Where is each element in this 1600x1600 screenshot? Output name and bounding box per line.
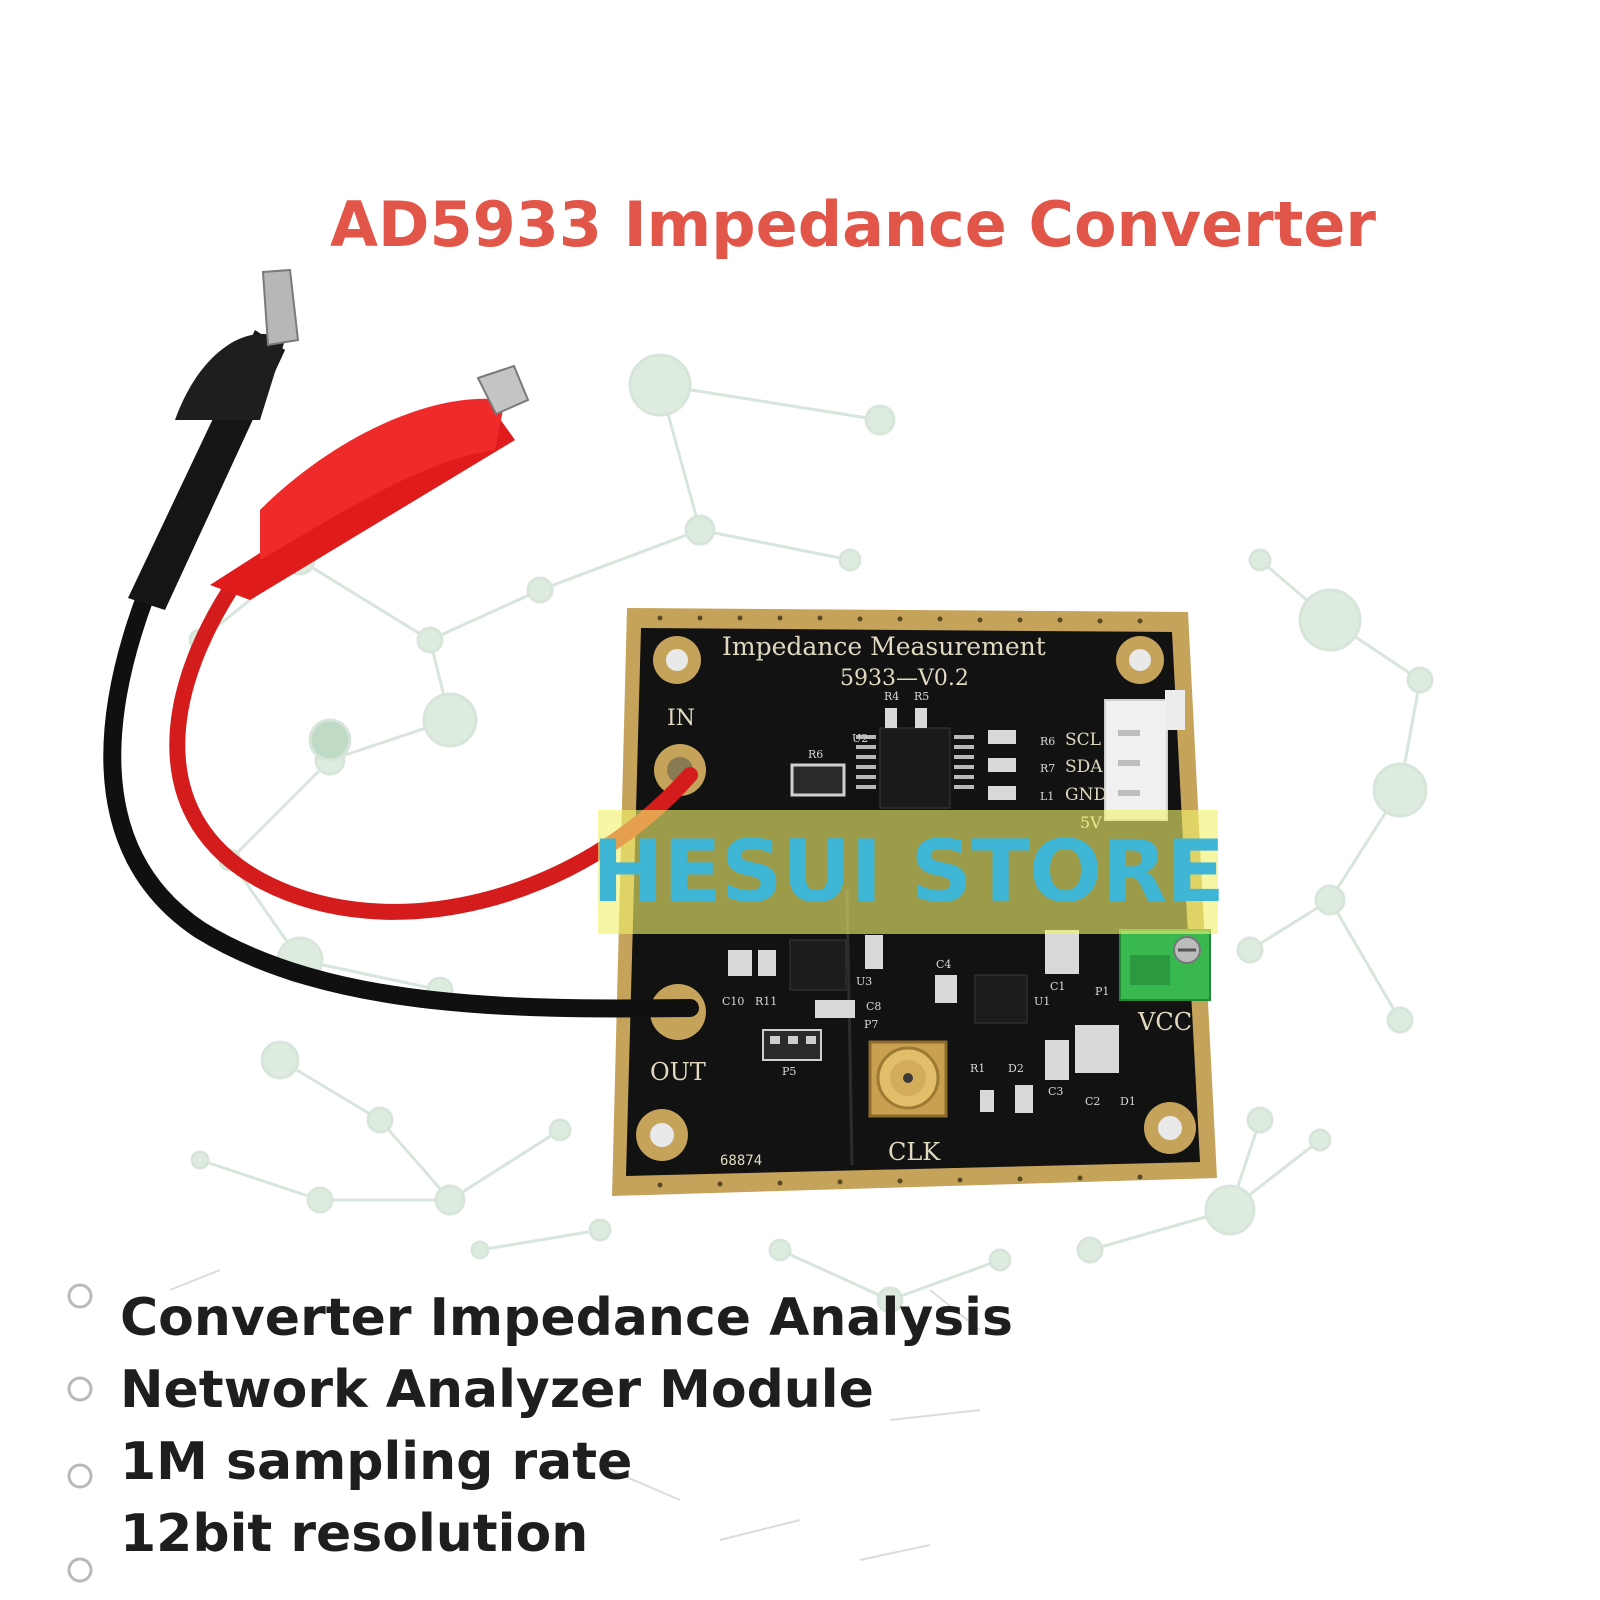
ref-c2: C2 xyxy=(1085,1095,1100,1108)
red-alligator-clip xyxy=(210,364,530,600)
bullet-1 xyxy=(67,1283,93,1309)
ref-d1: D1 xyxy=(1120,1095,1136,1108)
board-header-text: Impedance Measurement xyxy=(722,632,1046,661)
board-version-text: 5933—V0.2 xyxy=(840,666,969,691)
green-terminal-block xyxy=(1119,929,1211,1001)
ref-c8: C8 xyxy=(866,1000,881,1013)
jumper-p5 xyxy=(762,1029,822,1061)
store-watermark-banner: HESUI STORE xyxy=(592,810,1225,934)
ref-d2: D2 xyxy=(1008,1062,1024,1075)
ref-r5: R5 xyxy=(914,690,929,703)
ref-c3: C3 xyxy=(1048,1085,1063,1098)
black-alligator-clip xyxy=(128,268,300,610)
board-out-label: OUT xyxy=(650,1058,706,1086)
sketch-lines xyxy=(169,1269,981,1561)
sma-clk-connector xyxy=(868,1040,948,1118)
ref-p7: P7 xyxy=(864,1018,878,1031)
ref-r6: R6 xyxy=(1040,735,1055,748)
ref-u3: U3 xyxy=(856,975,872,988)
board-sda-label: SDA xyxy=(1065,757,1103,777)
board-in-label: IN xyxy=(667,706,695,731)
ref-r7: R7 xyxy=(1040,762,1055,775)
red-cable xyxy=(169,582,698,920)
black-cable xyxy=(103,551,699,1018)
ref-c1: C1 xyxy=(1050,980,1065,993)
ref-p1: P1 xyxy=(1095,985,1109,998)
ref-u2: U2 xyxy=(852,732,868,745)
test-leads xyxy=(103,551,699,1018)
board-scl-label: SCL xyxy=(1065,730,1101,750)
feature-bullets xyxy=(67,1283,93,1583)
bullet-4 xyxy=(67,1557,93,1583)
board-clk-label: CLK xyxy=(888,1138,941,1166)
chip-u1 xyxy=(974,974,1028,1024)
chip-u2 xyxy=(879,727,951,809)
ref-r6a: R6 xyxy=(808,748,823,761)
bullet-3 xyxy=(67,1463,93,1489)
ref-l1: L1 xyxy=(1040,790,1054,803)
store-watermark-text: HESUI STORE xyxy=(591,822,1225,922)
bullet-2 xyxy=(67,1376,93,1402)
ref-u1: U1 xyxy=(1034,995,1050,1008)
ref-c10: C10 xyxy=(722,995,744,1008)
ref-r1: R1 xyxy=(970,1062,985,1075)
board-vcc-label: VCC xyxy=(1137,1008,1192,1036)
white-header-connector xyxy=(1104,690,1185,821)
ref-c4: C4 xyxy=(936,958,951,971)
ref-r11: R11 xyxy=(755,995,777,1008)
molecule-network-background xyxy=(188,353,1434,1314)
ref-p5: P5 xyxy=(782,1065,796,1078)
ref-r4: R4 xyxy=(884,690,899,703)
board-gnd-label: GND xyxy=(1065,785,1107,805)
board-serial-text: 68874 xyxy=(720,1153,762,1169)
mounting-holes xyxy=(636,636,1196,1161)
product-title: AD5933 Impedance Converter xyxy=(330,188,1376,261)
chip-u3 xyxy=(789,939,847,991)
